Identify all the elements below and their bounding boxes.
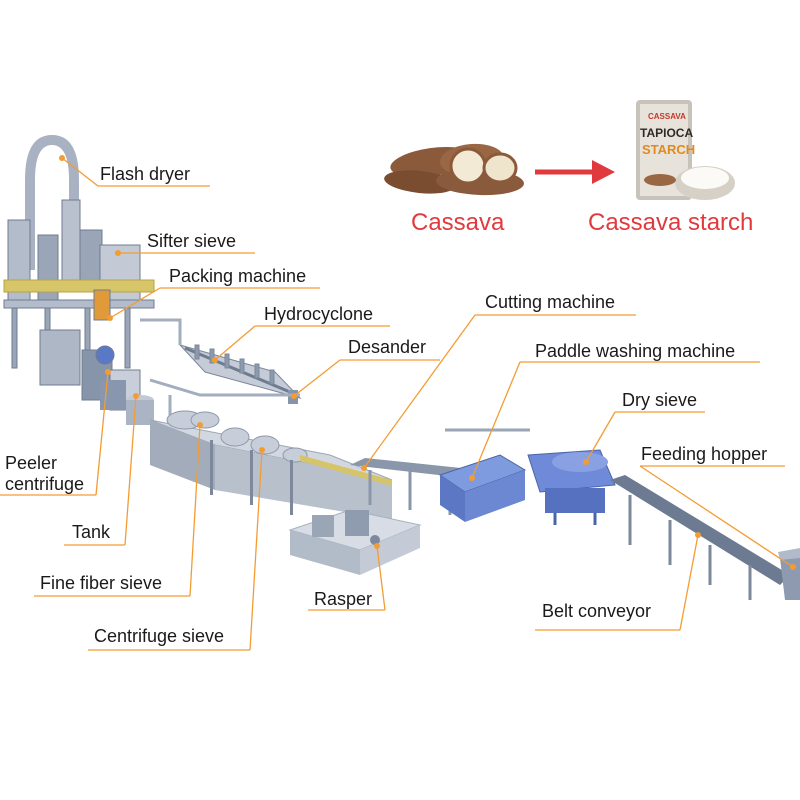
- leader-dots: [59, 155, 796, 570]
- cassava-roots: [384, 143, 524, 196]
- starch-pack: [636, 100, 735, 200]
- label-centrifuge-sieve: Centrifuge sieve: [94, 626, 225, 646]
- flash-dryer-section: [3, 134, 155, 411]
- arrow-icon: [535, 160, 615, 184]
- pack-brand-text: CASSAVA: [648, 112, 686, 121]
- label-peeler-line1: Peeler: [5, 453, 58, 473]
- pack-line2-text: STARCH: [642, 142, 696, 157]
- pack-line1-text: TAPIOCA: [640, 126, 694, 140]
- paddle-washing-machine: [438, 428, 530, 522]
- label-desander: Desander: [348, 337, 427, 357]
- label-paddle-washing-machine: Paddle washing machine: [535, 341, 736, 361]
- label-feeding-hopper: Feeding hopper: [641, 444, 768, 464]
- label-hydrocyclone: Hydrocyclone: [264, 304, 374, 324]
- label-belt-conveyor: Belt conveyor: [542, 601, 652, 621]
- label-flash-dryer: Flash dryer: [100, 164, 191, 184]
- tank-and-centrifuge: [100, 380, 154, 425]
- label-sifter-sieve: Sifter sieve: [147, 231, 237, 251]
- label-cutting-machine: Cutting machine: [485, 292, 616, 312]
- cassava-starch-caption: Cassava starch: [588, 209, 754, 236]
- rasper-base: [288, 509, 422, 575]
- leader-lines: [0, 157, 794, 651]
- label-peeler-centrifuge: Peeler centrifuge: [5, 453, 84, 495]
- hydrocyclone-rack: [178, 344, 302, 399]
- label-rasper: Rasper: [314, 589, 373, 609]
- label-peeler-line2: centrifuge: [5, 474, 85, 494]
- label-packing-machine: Packing machine: [169, 266, 307, 286]
- belt-conveyor: [610, 475, 790, 600]
- cassava-caption: Cassava: [411, 209, 505, 236]
- label-dry-sieve: Dry sieve: [622, 390, 698, 410]
- dry-sieve-drum: [527, 449, 616, 525]
- label-tank: Tank: [72, 522, 111, 542]
- label-fine-fiber-sieve: Fine fiber sieve: [40, 573, 163, 593]
